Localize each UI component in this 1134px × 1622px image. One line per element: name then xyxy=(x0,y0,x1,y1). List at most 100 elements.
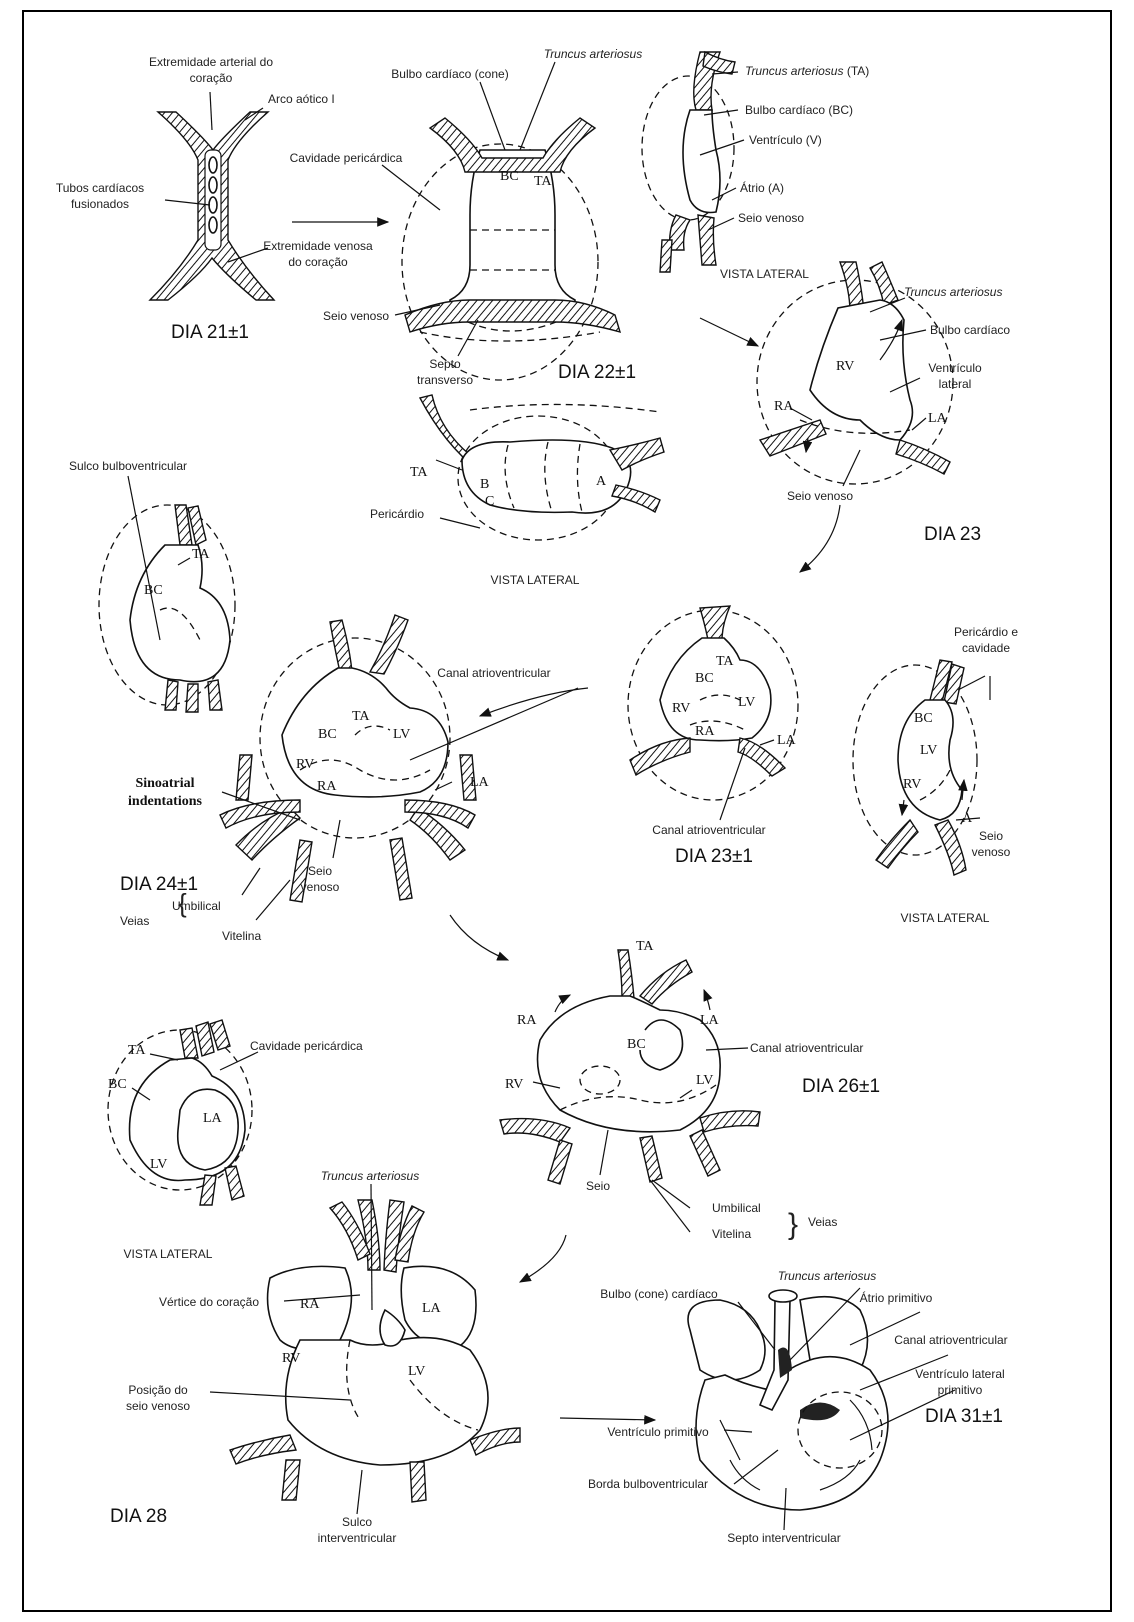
arrow-26-28 xyxy=(520,1235,566,1282)
label-sulco-TA: TA xyxy=(192,547,210,562)
label-d23-RA: RA xyxy=(774,399,794,414)
label-d22-bulbo: Bulbo cardíaco (cone) xyxy=(391,67,508,81)
label-ll-BC: BC xyxy=(108,1077,127,1092)
label-d23-ventriculo-2: lateral xyxy=(939,377,972,391)
day-22-title: DIA 22±1 xyxy=(558,362,636,383)
label-d28-LA: LA xyxy=(422,1301,442,1316)
label-d23-bulbo: Bulbo cardíaco xyxy=(930,323,1010,337)
label-d24-RA: RA xyxy=(317,779,337,794)
label-rl-LV: LV xyxy=(920,743,937,758)
label-d26-umbilical: Umbilical xyxy=(712,1201,761,1215)
label-d26-veias: Veias xyxy=(808,1215,837,1229)
label-tubes: Tubos cardíacos xyxy=(56,181,144,195)
label-d31-septo: Septo interventricular xyxy=(727,1531,840,1545)
svg-text:}: } xyxy=(788,1208,798,1241)
figure-day-23b: TA BC RV LV RA LA Canal atrioventricular… xyxy=(628,606,798,867)
label-ll-TA: TA xyxy=(128,1043,146,1058)
label-d22-truncus: Truncus arteriosus xyxy=(544,47,642,61)
label-d22l-A: A xyxy=(596,474,607,489)
figure-top-lateral: Truncus arteriosus (TA) Bulbo cardíaco (… xyxy=(642,52,869,281)
label-rl-pericardio: Pericárdio e xyxy=(954,625,1018,639)
label-d24-veias: Veias xyxy=(120,914,149,928)
figure-right-lateral: Pericárdio e cavidade BC LV RV A Seio ve… xyxy=(853,625,1018,925)
label-tl-atrio: Átrio (A) xyxy=(740,180,784,195)
label-d31-borda: Borda bulboventricular xyxy=(588,1477,708,1491)
label-d22l-C: C xyxy=(485,494,494,509)
arrow-23-23b xyxy=(800,505,840,572)
label-d24-sino-2: indentations xyxy=(128,794,202,809)
label-d28-sulco: Sulco xyxy=(342,1515,372,1529)
label-d26-BC: BC xyxy=(627,1037,646,1052)
figure-day-28: Truncus arteriosus RA LA RV LV Vértice d… xyxy=(110,1169,520,1545)
label-arterial-end-2: coração xyxy=(190,71,233,85)
label-d24-umbilical: Umbilical xyxy=(172,899,221,913)
label-ll-LV: LV xyxy=(150,1157,167,1172)
day-28-title: DIA 28 xyxy=(110,1506,167,1527)
figure-day-26: TA BC RA LA RV LV Canal atrioventricular… xyxy=(500,939,880,1241)
label-d24-TA: TA xyxy=(352,709,370,724)
label-d23b-TA: TA xyxy=(716,654,734,669)
day-26-title: DIA 26±1 xyxy=(802,1076,880,1097)
label-sulco: Sulco bulboventricular xyxy=(69,459,187,473)
label-d26-TA: TA xyxy=(636,939,654,954)
label-d28-RA: RA xyxy=(300,1297,320,1312)
label-d23-LA: LA xyxy=(928,411,948,426)
label-d31-bulbo: Bulbo (cone) cardíaco xyxy=(600,1287,718,1301)
label-d31-truncus: Truncus arteriosus xyxy=(778,1269,876,1283)
figure-day-23: Truncus arteriosus Bulbo cardíaco Ventrí… xyxy=(757,262,1010,545)
day-23-title: DIA 23 xyxy=(924,524,981,545)
label-d23-truncus: Truncus arteriosus xyxy=(904,285,1002,299)
label-tl-truncus: Truncus arteriosus (TA) xyxy=(745,64,869,78)
label-tl-bulbo: Bulbo cardíaco (BC) xyxy=(745,103,853,117)
label-d24-LV: LV xyxy=(393,727,410,742)
label-d24-BC: BC xyxy=(318,727,337,742)
label-d23b-LV: LV xyxy=(738,695,755,710)
label-d24-seio-2: venoso xyxy=(301,880,340,894)
label-d23b-RA: RA xyxy=(695,724,715,739)
label-d22l-pericardio: Pericárdio xyxy=(370,507,424,521)
label-rl-A: A xyxy=(962,811,973,826)
label-rl-seio-2: venoso xyxy=(972,845,1011,859)
label-rl-seio: Seio xyxy=(979,829,1003,843)
label-d24-vitelina: Vitelina xyxy=(222,929,261,943)
label-d31-canal: Canal atrioventricular xyxy=(894,1333,1007,1347)
label-tubes-2: fusionados xyxy=(71,197,129,211)
label-d31-atrio: Átrio primitivo xyxy=(860,1290,933,1305)
label-d24-RV: RV xyxy=(296,757,314,772)
label-sulco-BC: BC xyxy=(144,583,163,598)
arrow-23b-24 xyxy=(480,688,588,716)
label-rl-RV: RV xyxy=(903,777,921,792)
label-d22-septo: Septo xyxy=(429,357,461,371)
label-d23b-LA: LA xyxy=(777,733,797,748)
label-d22l-B: B xyxy=(480,477,489,492)
label-d22-cavity: Cavidade pericárdica xyxy=(290,151,403,165)
label-d23b-canal: Canal atrioventricular xyxy=(652,823,765,837)
figure-day-22: Truncus arteriosus Bulbo cardíaco (cone)… xyxy=(290,47,643,387)
label-d28-RV: RV xyxy=(282,1351,300,1366)
label-d22-BC: BC xyxy=(500,169,519,184)
label-d24-canal: Canal atrioventricular xyxy=(437,666,550,680)
caption-right-lateral: VISTA LATERAL xyxy=(901,911,990,925)
label-d26-RV: RV xyxy=(505,1077,523,1092)
label-venous-end-2: do coração xyxy=(288,255,348,269)
label-tl-ventriculo: Ventrículo (V) xyxy=(749,133,822,147)
label-d26-seio: Seio xyxy=(586,1179,610,1193)
label-d22-TA: TA xyxy=(534,174,552,189)
label-aortic-arch: Arco aótico I xyxy=(268,92,335,106)
label-d22-septo-2: transverso xyxy=(417,373,473,387)
label-ll-LA: LA xyxy=(203,1111,223,1126)
figure-sulco: Sulco bulboventricular TA BC xyxy=(69,459,235,712)
label-tl-seio: Seio venoso xyxy=(738,211,804,225)
label-d23-seio: Seio venoso xyxy=(787,489,853,503)
label-d24-seio: Seio xyxy=(308,864,332,878)
label-d28-sulco-2: interventricular xyxy=(318,1531,397,1545)
day-31-title: DIA 31±1 xyxy=(925,1406,1003,1427)
label-rl-BC: BC xyxy=(914,711,933,726)
figure-left-lateral: TA BC LA LV Cavidade pericárdica VISTA L… xyxy=(108,1020,363,1261)
figure-day-22-lateral: TA B C A Pericárdio VISTA LATERAL xyxy=(370,395,664,587)
figure-day-31: Truncus arteriosus Bulbo (cone) cardíaco… xyxy=(588,1269,1008,1545)
label-d24-LA: LA xyxy=(470,775,490,790)
label-rl-pericardio-2: cavidade xyxy=(962,641,1010,655)
label-d28-posicao-2: seio venoso xyxy=(126,1399,190,1413)
caption-left-lateral: VISTA LATERAL xyxy=(124,1247,213,1261)
